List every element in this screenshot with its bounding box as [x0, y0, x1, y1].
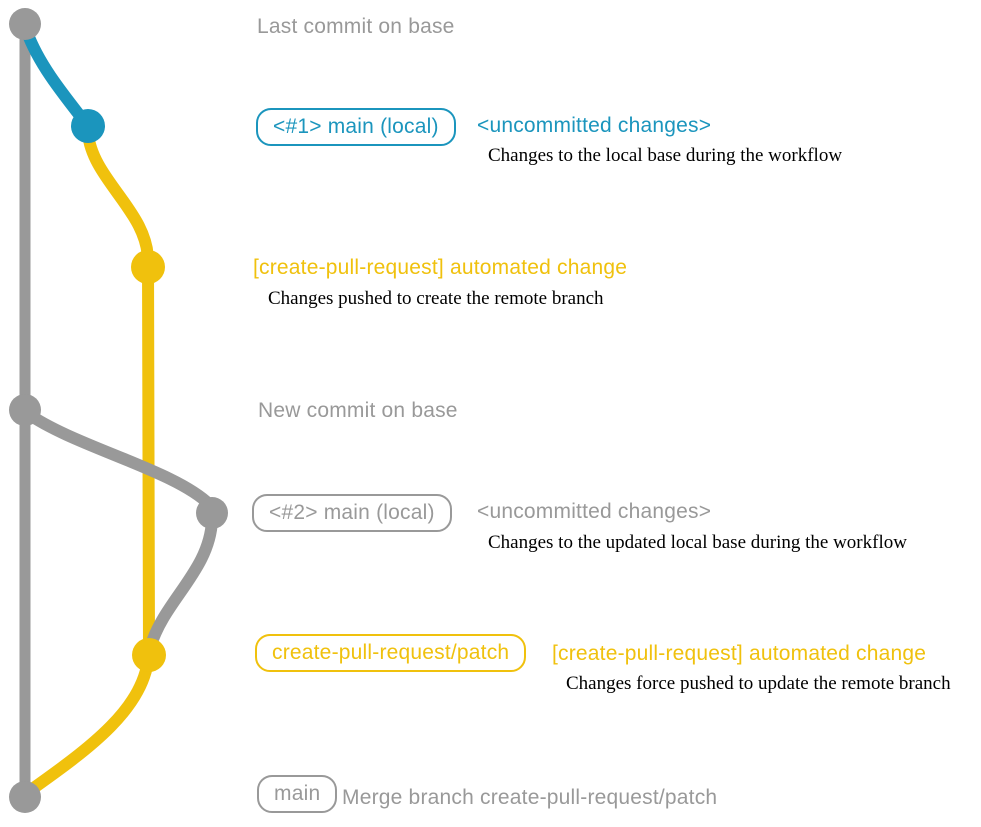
commit-note-remote-2: Changes force pushed to update the remot…	[566, 673, 951, 694]
branch-pill-main-local-2: <#2> main (local)	[252, 494, 452, 532]
commit-message-new-base: New commit on base	[258, 399, 458, 422]
commit-message-local-1: <uncommitted changes>	[477, 114, 712, 137]
commit-dot-local-2	[196, 497, 228, 529]
commit-dot-remote-1	[131, 250, 165, 284]
branch-pill-main-local-1: <#1> main (local)	[256, 108, 456, 146]
commit-dot-last-base	[9, 8, 41, 40]
commit-note-remote-1: Changes pushed to create the remote bran…	[268, 288, 604, 309]
branch-pill-main: main	[257, 775, 338, 813]
base-to-local2-curve	[21, 407, 216, 511]
commit-message-remote-1: [create-pull-request] automated change	[253, 256, 628, 279]
commit-dot-new-base	[9, 394, 41, 426]
commit-message-merge: Merge branch create-pull-request/patch	[342, 786, 718, 809]
commit-note-local-2: Changes to the updated local base during…	[488, 532, 907, 553]
commit-note-local-1: Changes to the local base during the wor…	[488, 145, 843, 166]
branch-pill-create-pull-request-patch: create-pull-request/patch	[255, 634, 527, 672]
commit-message-last-base: Last commit on base	[257, 15, 455, 38]
commit-dot-local-1	[71, 109, 105, 143]
commit-message-remote-2: [create-pull-request] automated change	[552, 642, 927, 665]
commit-message-local-2: <uncommitted changes>	[477, 500, 712, 523]
commit-dot-remote-2	[132, 638, 166, 672]
local2-to-remote-curve	[145, 514, 218, 651]
commit-dot-merge	[9, 781, 41, 813]
